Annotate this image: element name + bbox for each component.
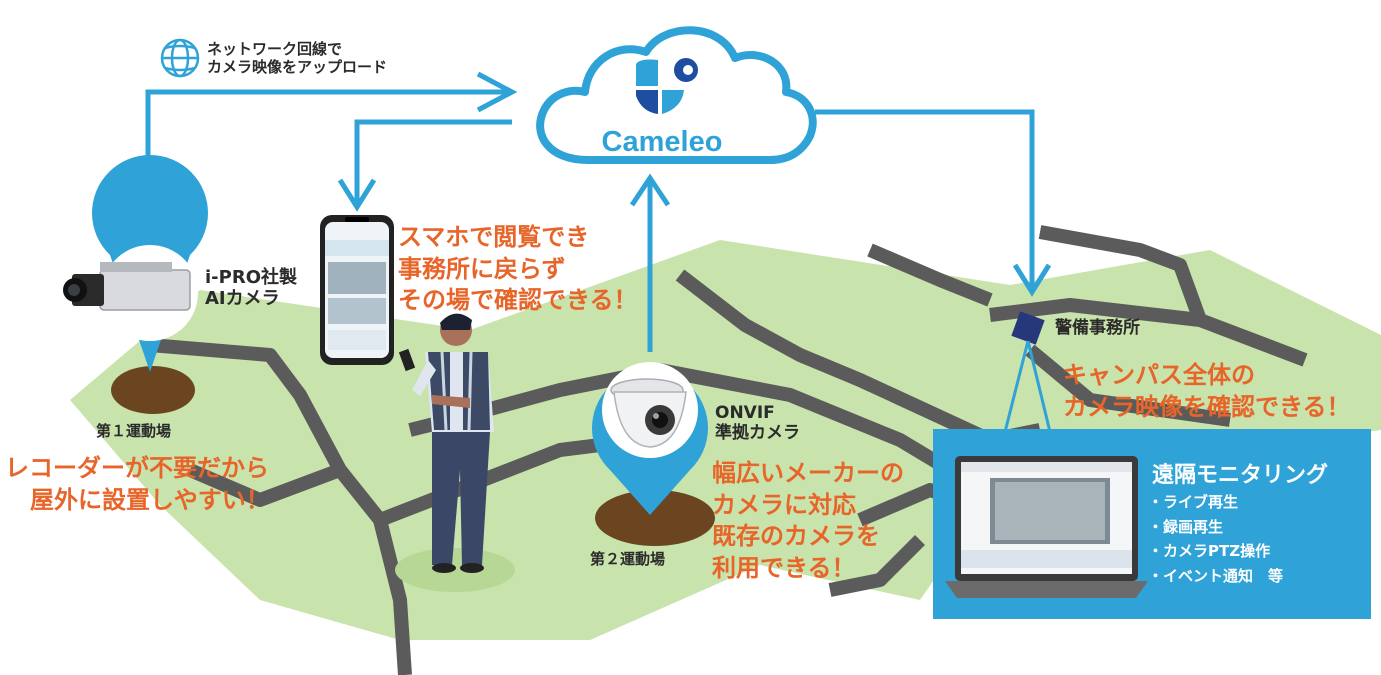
field-2-label: 第２運動場 [590,550,666,568]
field-1-label: 第１運動場 [96,422,172,440]
camera2-label: ONVIF 準拠カメラ [715,403,800,444]
smartphone-benefit-line: スマホで閲覧でき [398,223,590,251]
field-2-ground [595,490,715,546]
camera1-label: i-PRO社製 AIカメラ [205,267,297,309]
camera2-benefit-line: 幅広いメーカーの [712,459,904,487]
network-note-line: カメラ映像をアップロード [207,58,388,77]
camera2-benefit-line: カメラに対応 [712,490,856,519]
office-label: 警備事務所 [1055,318,1140,338]
smartphone-icon [320,215,394,365]
office-benefit-line: カメラ映像を確認できる！ [1063,392,1351,421]
camera1-benefit: レコーダーが不要だから 屋外に設置しやすい！ [5,453,270,516]
remote-monitoring-item: カメラPTZ操作 [1148,539,1283,564]
camera2-label-line: ONVIF [715,403,775,423]
camera2-benefit-line: 利用できる！ [712,554,856,583]
remote-monitoring-item: ライブ再生 [1148,490,1283,515]
data-flow-lines [145,71,1052,352]
dome-camera-icon [610,378,687,448]
office-benefit-line: キャンパス全体の [1063,361,1255,389]
laptop-icon [945,456,1148,598]
smartphone-benefit-line: その場で確認できる！ [398,286,638,315]
network-note-line: ネットワーク回線で [207,40,343,58]
remote-monitoring-title: 遠隔モニタリング [1152,463,1329,488]
cloud-logo-text: Cameleo [602,126,723,158]
security-guard-figure [395,313,515,592]
camera1-label-line: AIカメラ [205,287,280,309]
box-camera-icon [63,262,191,311]
smartphone-benefit-line: 事務所に戻らず [398,254,566,283]
campus-map [70,240,1381,640]
camera1-label-line: i-PRO社製 [205,267,297,288]
camera2-label-line: 準拠カメラ [715,423,800,444]
camera2-benefit: 幅広いメーカーの カメラに対応 既存のカメラを 利用できる！ [712,458,904,585]
remote-monitoring-item: イベント通知 等 [1148,564,1283,589]
camera1-benefit-line: 屋外に設置しやすい！ [30,485,270,514]
cameleo-logo-icon [636,58,698,114]
remote-monitoring-list: ライブ再生 録画再生 カメラPTZ操作 イベント通知 等 [1148,490,1283,588]
globe-icon [160,38,200,78]
camera1-benefit-line: レコーダーが不要だから [5,454,269,482]
camera2-benefit-line: 既存のカメラを [712,522,880,551]
remote-monitoring-item: 録画再生 [1148,515,1283,540]
office-marker [1011,311,1045,345]
office-benefit: キャンパス全体の カメラ映像を確認できる！ [1063,360,1351,423]
field-1-ground [111,366,195,414]
smartphone-benefit: スマホで閲覧でき 事務所に戻らず その場で確認できる！ [398,222,638,317]
network-note: ネットワーク回線で カメラ映像をアップロード [207,40,387,77]
